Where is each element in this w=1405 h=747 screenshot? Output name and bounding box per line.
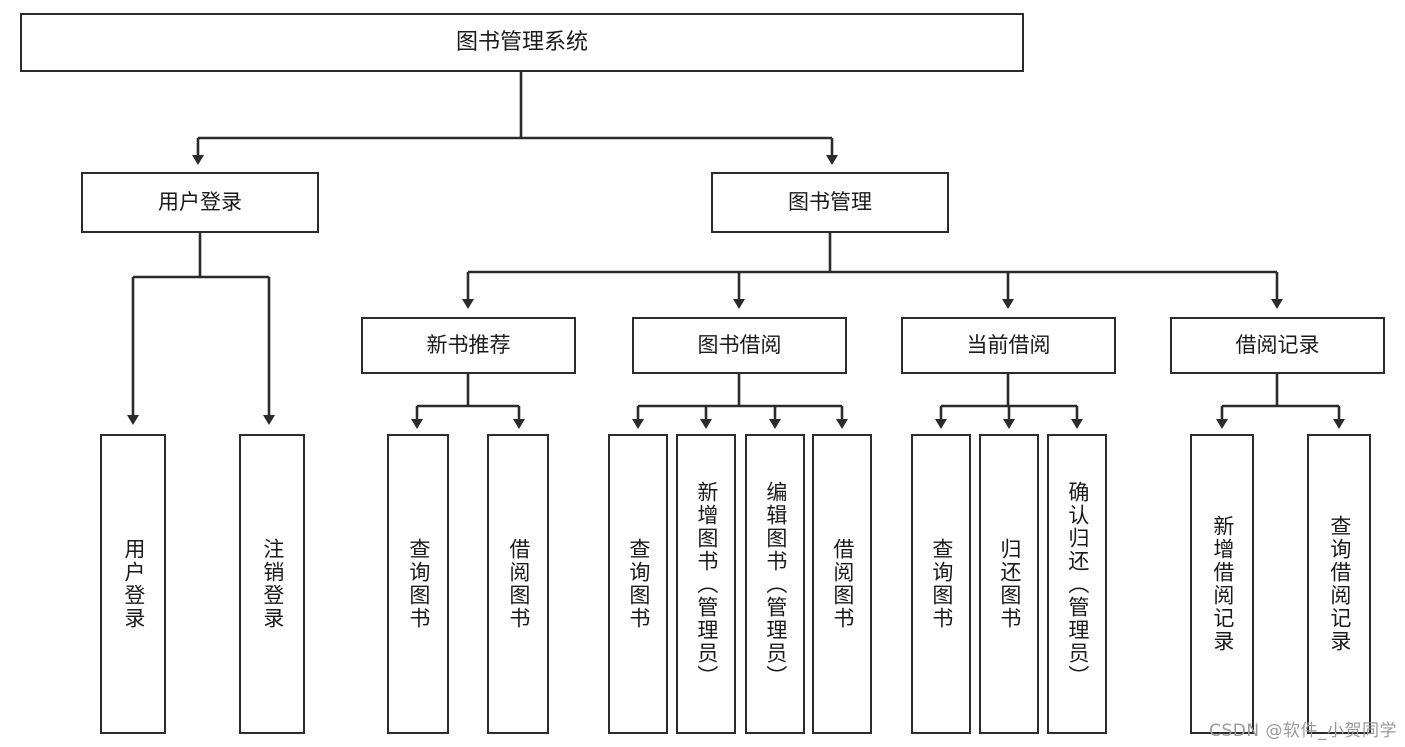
node-leaf-edit-book-label: 编辑图书（管理员） [763,480,788,688]
node-leaf-add-book[interactable]: 新增图书（管理员） [676,434,736,734]
node-leaf-logout[interactable]: 注销登录 [239,434,305,734]
node-leaf-user-login[interactable]: 用户登录 [100,434,166,734]
node-root-label: 图书管理系统 [455,29,588,55]
node-leaf-query-record[interactable]: 查询借阅记录 [1307,434,1371,734]
node-leaf-borrow-book-1[interactable]: 借阅图书 [487,434,549,734]
node-leaf-return-book-label: 归还图书 [997,538,1022,630]
node-leaf-borrow-book-2-label: 借阅图书 [830,538,855,630]
node-root[interactable]: 图书管理系统 [20,13,1024,72]
node-new-book-recommend-label: 新书推荐 [426,332,511,357]
node-new-book-recommend[interactable]: 新书推荐 [361,317,576,374]
node-user-login[interactable]: 用户登录 [81,172,319,233]
node-leaf-add-record[interactable]: 新增借阅记录 [1190,434,1254,734]
watermark: CSDN @软件_小贺同学 [1209,721,1397,741]
node-leaf-query-book-1-label: 查询图书 [406,538,431,630]
node-book-manage[interactable]: 图书管理 [711,172,949,233]
node-current-borrow[interactable]: 当前借阅 [901,317,1116,374]
node-leaf-confirm-return[interactable]: 确认归还（管理员） [1047,434,1107,734]
node-leaf-query-book-2[interactable]: 查询图书 [608,434,668,734]
node-leaf-borrow-book-2[interactable]: 借阅图书 [812,434,872,734]
node-leaf-add-book-label: 新增图书（管理员） [694,480,719,688]
node-leaf-query-book-1[interactable]: 查询图书 [387,434,449,734]
node-book-borrow-label: 图书借阅 [697,332,782,357]
node-leaf-query-book-2-label: 查询图书 [626,538,651,630]
node-leaf-add-record-label: 新增借阅记录 [1210,515,1235,653]
node-leaf-logout-label: 注销登录 [260,538,285,630]
node-leaf-query-book-3-label: 查询图书 [929,538,954,630]
node-leaf-query-record-label: 查询借阅记录 [1327,515,1352,653]
node-leaf-query-book-3[interactable]: 查询图书 [911,434,971,734]
node-user-login-label: 用户登录 [158,189,242,214]
node-leaf-confirm-return-label: 确认归还（管理员） [1065,480,1090,688]
node-leaf-user-login-label: 用户登录 [121,538,146,630]
node-book-manage-label: 图书管理 [788,189,872,214]
node-leaf-edit-book[interactable]: 编辑图书（管理员） [745,434,805,734]
node-borrow-record[interactable]: 借阅记录 [1170,317,1385,374]
node-book-borrow[interactable]: 图书借阅 [632,317,847,374]
node-current-borrow-label: 当前借阅 [966,332,1051,357]
node-leaf-borrow-book-1-label: 借阅图书 [506,538,531,630]
node-borrow-record-label: 借阅记录 [1235,332,1320,357]
node-leaf-return-book[interactable]: 归还图书 [979,434,1039,734]
